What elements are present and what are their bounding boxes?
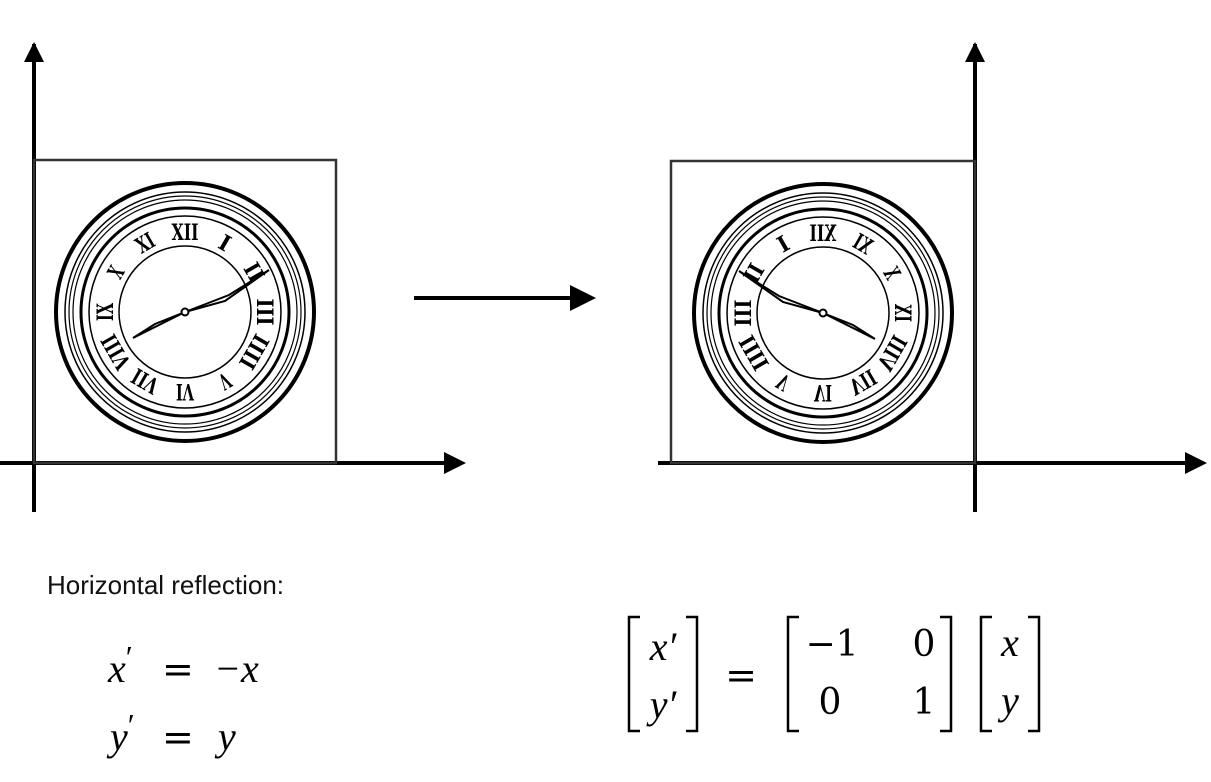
clock-minute-hand [738,270,824,314]
transformation-arrowhead [570,285,596,311]
matrix-left-bracket [786,615,799,733]
lhs-vector-y-prime: y′ [646,682,678,727]
reflected-image-frame [669,159,977,465]
rhs-vector-y: y [997,678,1019,723]
clock-center-pin [180,307,190,317]
clock-minute-hand [184,269,270,313]
matrix-equation: x′ y′ = −1 0 0 1 x y [627,615,1041,733]
clock-center-pin [818,308,828,318]
matrix-equals-sign: = [725,653,757,697]
lhs-vector-x-prime: x′ [649,624,678,669]
clock-numeral: IX [93,302,119,321]
lhs-vector-right-bracket [686,615,699,733]
equation-x-equals: = [162,647,194,691]
original-y-axis-arrowhead [24,42,44,62]
lhs-vector-left-bracket [627,615,640,733]
equation-x-rhs: −x [214,646,259,691]
matrix-cell-r1c2: 0 [913,624,936,665]
clock-numeral: IX [889,303,915,322]
clock-hour-hand [132,311,186,339]
matrix-cell-r2c2: 1 [913,682,936,723]
section-heading: Horizontal reflection: [47,570,284,600]
clock-numeral: XII [172,220,199,246]
rhs-vector-x: x [1000,620,1019,665]
rhs-vector-left-bracket [979,615,992,733]
equation-y-rhs: y [214,714,236,759]
clock-numeral: III [251,299,277,326]
clock-numeral: VI [813,379,832,405]
reflected-y-axis-arrowhead [965,42,985,62]
matrix-right-bracket [940,615,953,733]
matrix-cell-r2c1: 0 [819,682,842,723]
equation-x-lhs: x′ [107,639,133,691]
reflected-x-axis-arrowhead [1185,452,1207,474]
clock-numeral: VI [176,378,195,404]
clock-numeral: III [731,300,757,327]
clock-hour-hand [822,312,876,340]
coordinate-equations: x′ = −x y′ = y [106,639,259,759]
clock-inner-dial [756,246,890,380]
equation-y-lhs: y′ [106,707,135,759]
original-image-frame [32,158,338,465]
rhs-vector-right-bracket [1028,615,1041,733]
matrix-cell-r1c1: −1 [805,624,858,665]
original-x-axis-arrowhead [444,452,466,474]
clock-inner-dial [118,245,252,379]
equation-y-equals: = [162,715,194,759]
clock-numeral: XII [810,221,837,247]
